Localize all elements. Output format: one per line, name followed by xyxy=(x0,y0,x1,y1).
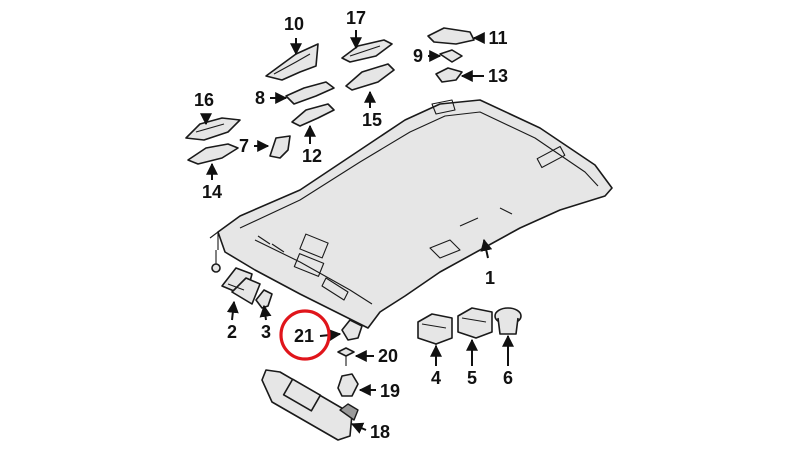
part-15-grip-handle xyxy=(345,63,395,91)
part-5-switch xyxy=(457,307,493,339)
headliner-part xyxy=(209,99,613,329)
label-19: 19 xyxy=(380,381,400,401)
label-18: 18 xyxy=(370,422,390,442)
label-10: 10 xyxy=(284,14,304,34)
label-4: 4 xyxy=(431,368,441,388)
part-18-sun-visor xyxy=(261,369,359,441)
label-20: 20 xyxy=(378,346,398,366)
part-21-bracket xyxy=(341,319,363,341)
leader-lines xyxy=(200,30,514,434)
label-3: 3 xyxy=(261,322,271,342)
part-labels: 1 2 3 4 5 6 7 8 9 10 11 12 13 14 15 16 1… xyxy=(194,8,513,442)
part-11-clip xyxy=(427,27,475,45)
part-14-grip-handle xyxy=(187,143,239,165)
label-12: 12 xyxy=(302,146,322,166)
part-16-grip xyxy=(185,117,241,141)
part-9-clip xyxy=(439,49,463,63)
label-9: 9 xyxy=(413,46,423,66)
label-6: 6 xyxy=(503,368,513,388)
label-15: 15 xyxy=(362,110,382,130)
label-16: 16 xyxy=(194,90,214,110)
label-21: 21 xyxy=(294,326,314,346)
part-13-clip xyxy=(435,67,463,83)
label-8: 8 xyxy=(255,88,265,108)
highlight-ring xyxy=(279,309,331,361)
part-7-cap xyxy=(269,135,291,159)
label-14: 14 xyxy=(202,182,222,202)
part-8-bracket xyxy=(285,81,335,105)
part-12-bracket xyxy=(291,103,335,127)
part-2-bracket xyxy=(221,267,261,305)
part-6-plug xyxy=(494,307,522,335)
part-20-screw xyxy=(337,347,355,366)
label-1: 1 xyxy=(485,268,495,288)
label-17: 17 xyxy=(346,8,366,28)
part-3-clip xyxy=(255,289,273,309)
part-10-trim xyxy=(265,43,319,81)
part-17-grip xyxy=(341,39,393,63)
part-19-clip xyxy=(337,373,359,397)
label-11: 11 xyxy=(488,28,507,48)
label-7: 7 xyxy=(239,136,249,156)
label-5: 5 xyxy=(467,368,477,388)
label-2: 2 xyxy=(227,322,237,342)
label-13: 13 xyxy=(488,66,508,86)
